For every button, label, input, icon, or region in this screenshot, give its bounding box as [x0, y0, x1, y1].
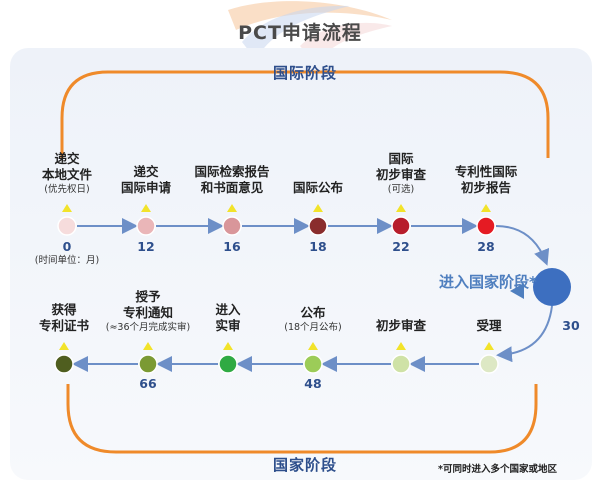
step-month: 16	[223, 239, 241, 254]
step-month: 12	[137, 239, 155, 254]
step-line2: 初步审查	[375, 167, 427, 182]
step-line1: 国际公布	[292, 180, 344, 195]
panel-background	[10, 48, 592, 480]
step-month: 66	[139, 376, 157, 391]
step-label: 初步审查	[376, 318, 426, 334]
step-label: 国际公布	[293, 180, 343, 196]
timeline-dot	[391, 354, 411, 374]
month-30-circle	[533, 268, 571, 306]
step-month: 0	[62, 239, 72, 254]
step-line1: 进入	[215, 302, 241, 317]
step-month: 28	[477, 239, 495, 254]
step-line2: 专利证书	[38, 318, 90, 333]
pointer-triangle	[510, 283, 524, 299]
step-line1: 获得	[51, 302, 77, 317]
indicator-triangle	[223, 342, 233, 350]
timeline-dot	[222, 216, 242, 236]
step-label: 获得专利证书	[39, 302, 89, 334]
step-label: 授予专利通知 (≈36个月完成实审)	[106, 289, 190, 334]
step-sub: (优先权日)	[44, 184, 90, 195]
indicator-triangle	[141, 204, 151, 212]
step-month: 22	[392, 239, 410, 254]
step-line1: 受理	[476, 318, 502, 333]
step-line2: 和书面意见	[200, 180, 264, 195]
step-line1: 授予	[135, 289, 161, 304]
indicator-triangle	[227, 204, 237, 212]
indicator-triangle	[313, 204, 323, 212]
month-30-label: 30	[562, 318, 580, 333]
step-label: 国际初步审查 (可选)	[376, 151, 426, 196]
indicator-triangle	[59, 342, 69, 350]
step-line1: 国际	[388, 151, 414, 166]
indicator-triangle	[308, 342, 318, 350]
indicator-triangle	[481, 204, 491, 212]
indicator-triangle	[396, 342, 406, 350]
step-line2: 本地文件	[41, 167, 93, 182]
step-line1: 国际检索报告	[194, 164, 270, 179]
time-unit-note: (时间单位：月)	[34, 255, 100, 266]
step-line1: 递交	[54, 151, 80, 166]
step-line2: 国际申请	[120, 180, 172, 195]
indicator-triangle	[62, 204, 72, 212]
intl-phase-label: 国际阶段	[272, 64, 338, 82]
intl-phase-arc	[60, 70, 550, 158]
timeline-dot	[54, 354, 74, 374]
timeline-dot	[136, 216, 156, 236]
natl-phase-label: 国家阶段	[272, 456, 338, 474]
indicator-triangle	[484, 342, 494, 350]
timeline-dot	[218, 354, 238, 374]
enter-natl-phase-label: 进入国家阶段*	[439, 273, 537, 291]
timeline-dot	[308, 216, 328, 236]
step-line2: 专利通知	[122, 305, 173, 320]
timeline-marks	[54, 204, 499, 374]
timeline-dot	[479, 354, 499, 374]
step-label: 受理	[476, 318, 501, 334]
step-sub: (18个月公布)	[284, 322, 342, 333]
step-line1: 递交	[133, 164, 159, 179]
step-sub: (≈36个月完成实审)	[105, 322, 191, 333]
step-label: 递交国际申请	[121, 164, 171, 196]
natl-phase-arc	[66, 384, 538, 454]
step-line2: 初步报告	[460, 180, 512, 195]
footnote: *可同时进入多个国家或地区	[438, 464, 557, 475]
timeline-dot	[303, 354, 323, 374]
curve-to-30	[495, 225, 550, 266]
step-month: 18	[309, 239, 327, 254]
step-label: 递交本地文件 (优先权日)	[42, 151, 92, 196]
timeline-dot	[138, 354, 158, 374]
step-label: 国际检索报告和书面意见	[194, 164, 269, 196]
step-line1: 初步审查	[375, 318, 427, 333]
step-label: 进入实审	[215, 302, 240, 334]
step-sub: (可选)	[387, 184, 415, 195]
step-line2: 实审	[215, 318, 241, 333]
step-label: 公布 (18个月公布)	[284, 305, 342, 334]
indicator-triangle	[396, 204, 406, 212]
step-label: 专利性国际初步报告	[455, 164, 518, 196]
step-line1: 公布	[300, 305, 326, 320]
curve-from-30	[496, 305, 553, 363]
step-month: 48	[304, 376, 322, 391]
timeline-dot	[476, 216, 496, 236]
page-title: PCT申请流程	[238, 22, 362, 44]
indicator-triangle	[143, 342, 153, 350]
timeline-dot	[57, 216, 77, 236]
timeline-dot	[391, 216, 411, 236]
step-line1: 专利性国际	[454, 164, 518, 179]
